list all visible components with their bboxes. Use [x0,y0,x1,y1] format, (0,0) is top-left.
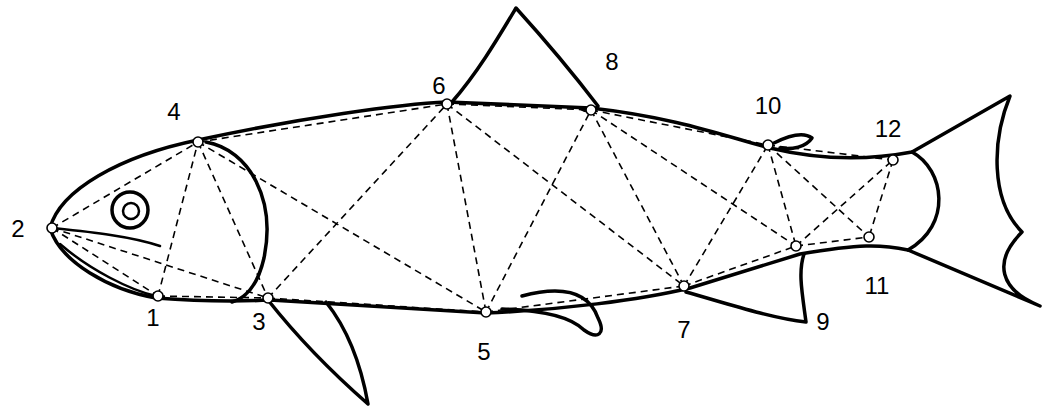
landmark-dot [888,155,898,165]
landmark-dot [679,281,689,291]
eye [112,192,148,228]
landmark-dot [263,293,273,303]
callout-number: 2 [9,217,26,241]
landmark-dot [763,140,773,150]
landmarks [47,99,898,317]
adipose-fin [774,135,812,149]
landmark-dot [193,137,203,147]
landmark-dot [47,223,57,233]
caudal-base [908,152,939,250]
landmark-dot [442,99,452,109]
callout-number: 5 [475,340,492,364]
callout-number: 3 [250,310,267,334]
dorsal-fin [452,8,598,111]
pectoral-fin [268,300,368,404]
truss-line [52,104,893,312]
callout-number: 10 [753,94,784,118]
landmark-dot [481,307,491,317]
callout-number: 1 [144,306,161,330]
landmark-dot [586,105,596,115]
callout-number: 12 [873,117,904,141]
fish-body [50,96,1040,313]
callout-number: 4 [165,100,182,124]
landmark-dot [864,232,874,242]
landmark-dot [153,291,163,301]
callout-number: 8 [603,50,620,74]
callout-number: 9 [814,310,831,334]
callout-number: 7 [675,318,692,342]
landmark-dot [791,241,801,251]
truss-network [52,104,893,312]
gill-cover [206,142,267,302]
callout-number: 11 [863,274,892,298]
callout-number: 6 [430,74,447,98]
pupil [123,203,139,219]
